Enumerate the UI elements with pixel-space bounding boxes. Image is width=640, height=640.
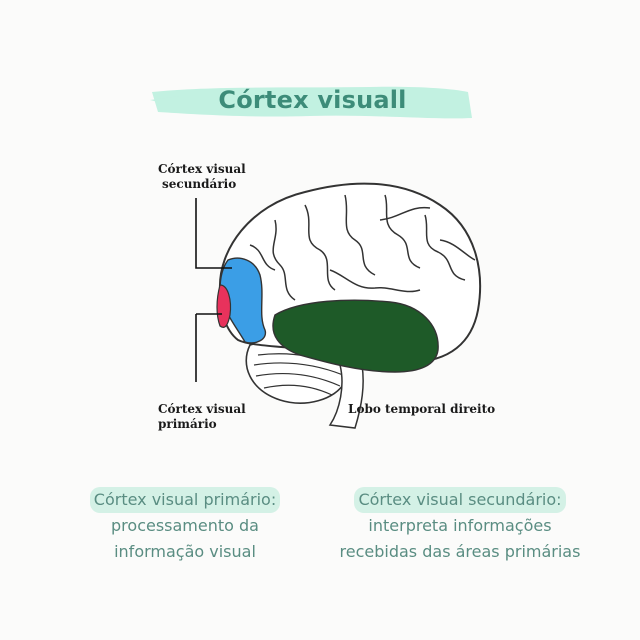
label-secondary-visual-cortex: Córtex visual secundário <box>158 162 246 192</box>
caption-secondary-line1: interpreta informações <box>368 516 552 535</box>
label-secondary-line2: secundário <box>162 177 237 191</box>
caption-secondary-line2: recebidas das áreas primárias <box>339 542 581 561</box>
brain-diagram: Córtex visual secundário Córtex visual p… <box>140 150 520 450</box>
label-temporal-lobe: Lobo temporal direito <box>348 402 495 417</box>
temporal-lobe-region <box>272 299 439 373</box>
label-secondary-line1: Córtex visual <box>158 162 246 176</box>
caption-secondary-heading: Córtex visual secundário: <box>354 487 566 513</box>
title-banner: Córtex visuall <box>150 78 475 128</box>
label-primary-visual-cortex: Córtex visual primário <box>158 402 246 432</box>
caption-primary-line1: processamento da <box>111 516 259 535</box>
brainstem <box>328 364 364 429</box>
caption-primary-line2: informação visual <box>114 542 256 561</box>
brain-illustration <box>195 182 482 429</box>
primary-visual-cortex-region <box>216 284 232 328</box>
caption-secondary: Córtex visual secundário: interpreta inf… <box>312 487 608 565</box>
label-temporal-text: Lobo temporal direito <box>348 402 496 416</box>
brush-stroke-highlight <box>150 86 472 119</box>
leader-lines <box>195 198 232 382</box>
label-primary-line1: Córtex visual <box>158 402 246 416</box>
label-primary-line2: primário <box>158 417 217 431</box>
page-title: Córtex visuall <box>218 86 407 114</box>
caption-primary-heading: Córtex visual primário: <box>89 487 281 513</box>
caption-primary: Córtex visual primário: processamento da… <box>66 487 304 565</box>
